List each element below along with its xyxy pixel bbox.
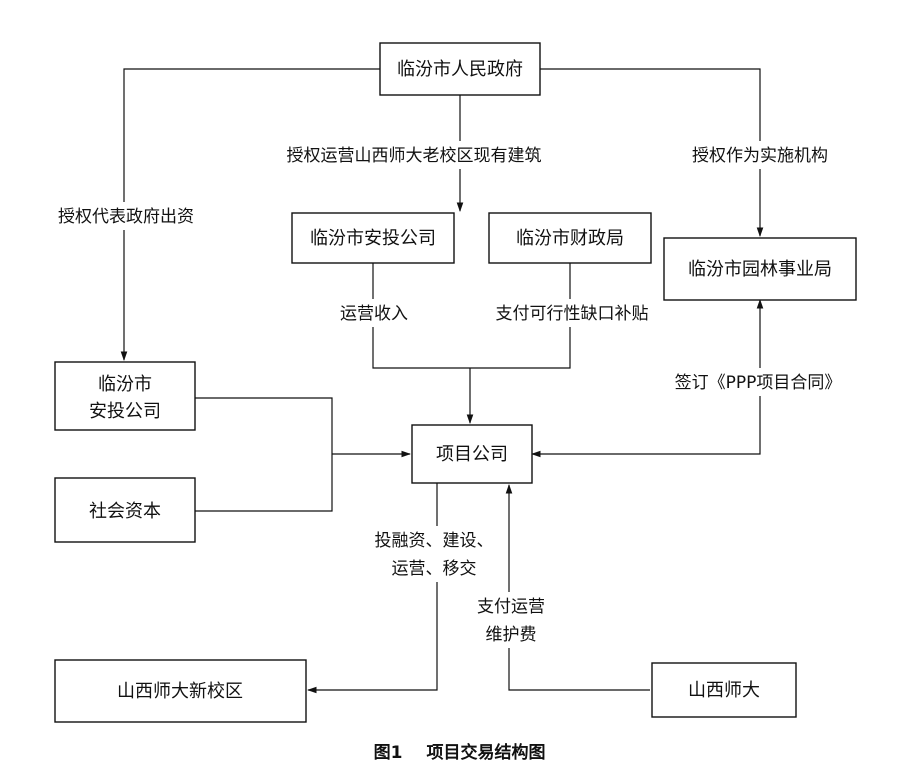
node-social: 社会资本	[54, 477, 196, 543]
node-university-label: 山西师大	[688, 680, 760, 701]
edge-invest-top-income	[372, 263, 470, 369]
node-finance: 临汾市财政局	[488, 212, 652, 264]
edge-university-to-project	[505, 484, 650, 691]
node-garden: 临汾市园林事业局	[663, 237, 857, 301]
label-ppp-contract: 签订《PPP项目合同》	[675, 373, 842, 393]
node-university: 山西师大	[651, 662, 797, 718]
figure-caption: 图1 项目交易结构图	[374, 742, 546, 763]
label-pay-fee-line2: 维护费	[486, 625, 537, 645]
edge-invest-left-to-junction	[195, 397, 333, 512]
label-viability-subsidy: 支付可行性缺口补贴	[496, 304, 649, 324]
mask-authorize-fund	[42, 202, 210, 230]
figure-title: 项目交易结构图	[427, 742, 546, 763]
node-invest-left: 临汾市 安投公司	[54, 361, 196, 431]
mask-viability-subsidy	[480, 299, 664, 327]
label-authorize-fund: 授权代表政府出资	[58, 207, 194, 227]
node-finance-label: 临汾市财政局	[516, 228, 624, 249]
node-gov-label: 临汾市人民政府	[397, 59, 523, 80]
label-pay-fee-line1: 支付运营	[477, 597, 545, 617]
label-invest-build-line2: 运营、移交	[392, 559, 477, 579]
mask-ppp-contract	[660, 368, 856, 396]
mask-invest-build	[366, 526, 502, 582]
label-operating-income: 运营收入	[340, 304, 408, 324]
node-invest-left-label-line1: 临汾市	[98, 374, 152, 395]
node-social-label: 社会资本	[89, 501, 161, 522]
node-gov: 临汾市人民政府	[379, 42, 541, 96]
edge-gov-to-invest-left	[120, 68, 380, 361]
mask-operating-income	[334, 299, 414, 327]
edge-gov-to-garden	[540, 68, 764, 237]
node-project-label: 项目公司	[436, 444, 508, 465]
figure-number: 图1	[374, 743, 403, 763]
label-authorize-operate: 授权运营山西师大老校区现有建筑	[287, 146, 542, 166]
node-invest-top-label: 临汾市安投公司	[310, 228, 436, 249]
mask-authorize-agency	[678, 141, 842, 169]
label-authorize-agency: 授权作为实施机构	[692, 146, 828, 166]
edge-project-to-campus	[307, 483, 438, 694]
label-invest-build-line1: 投融资、建设、	[375, 531, 494, 551]
node-project: 项目公司	[411, 424, 533, 484]
edge-ppp-contract	[531, 299, 764, 458]
node-invest-top: 临汾市安投公司	[291, 212, 455, 264]
mask-authorize-operate	[262, 141, 566, 169]
mask-pay-fee	[468, 592, 554, 648]
node-garden-label: 临汾市园林事业局	[688, 259, 832, 280]
node-invest-left-label-line2: 安投公司	[89, 401, 161, 422]
node-campus-label: 山西师大新校区	[117, 681, 243, 702]
node-campus: 山西师大新校区	[54, 659, 307, 723]
